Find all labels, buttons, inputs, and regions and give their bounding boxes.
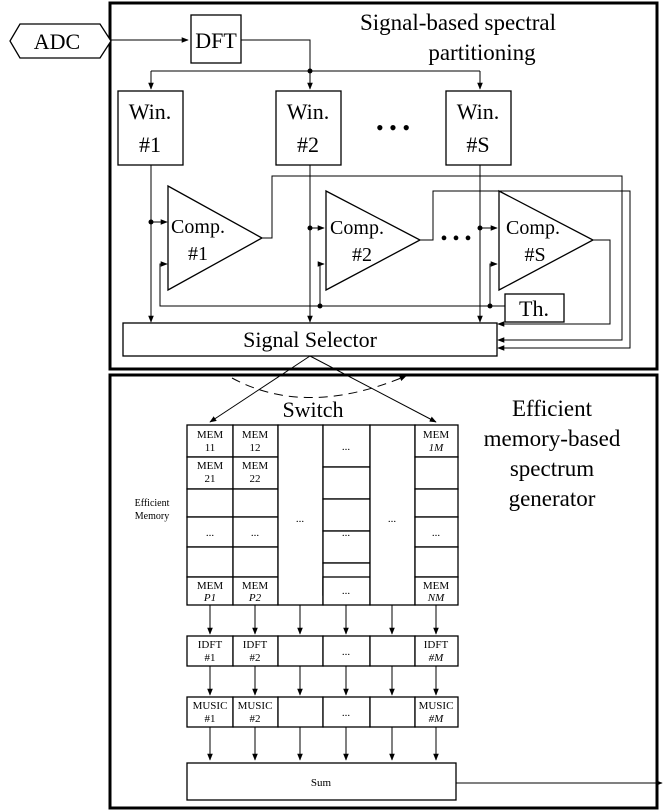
- window-1: [117, 90, 184, 166]
- generator-title-1: Efficient: [512, 396, 593, 421]
- partitioning-title-2: partitioning: [428, 40, 536, 65]
- dft-label: DFT: [195, 28, 237, 53]
- music-M-label: MUSIC: [419, 700, 454, 712]
- signal-selector: [122, 322, 498, 357]
- comparator-s-index: #S: [524, 244, 545, 266]
- comparator-2: [325, 189, 422, 292]
- mem-ellipsis: ...: [251, 527, 260, 539]
- music-1-index: #1: [205, 713, 216, 725]
- dft-block: [190, 14, 242, 64]
- mem-P2-label: MEM: [242, 580, 269, 592]
- comparator-1-index: #1: [188, 243, 208, 265]
- mem-22-index: 22: [250, 473, 261, 485]
- adc-block: [9, 23, 112, 59]
- comparator-1: [167, 184, 264, 292]
- music-2-label: MUSIC: [238, 700, 273, 712]
- mem-1M-index: 1M: [429, 442, 445, 454]
- switch-label: Switch: [282, 397, 343, 422]
- mem-ellipsis: ...: [296, 513, 305, 525]
- mem-11-index: 11: [205, 442, 216, 454]
- music-row: [186, 696, 459, 728]
- mem-ellipsis: ...: [342, 527, 351, 539]
- threshold-to-comp2: [317, 261, 325, 306]
- mem-P1-index: P1: [203, 592, 216, 604]
- generator-title-3: spectrum: [510, 456, 594, 481]
- partitioning-title-1: Signal-based spectral: [360, 10, 556, 35]
- music-1-label: MUSIC: [193, 700, 228, 712]
- idft-1-index: #1: [205, 652, 216, 664]
- mem-ellipsis: ...: [342, 441, 351, 453]
- switch-arrow-right: [309, 355, 437, 423]
- window-1-index: #1: [139, 132, 161, 157]
- dft-output-line: [241, 39, 311, 72]
- window-s-label: Win.: [457, 99, 500, 124]
- window-2: [275, 90, 342, 166]
- comparator-1-label: Comp.: [171, 216, 225, 238]
- idft-ellipsis: ...: [342, 646, 351, 658]
- compS-output-loop: [497, 239, 611, 327]
- comp2-output-loop: [420, 190, 631, 351]
- efficient-memory-label-2: Memory: [135, 511, 169, 522]
- mem-NM-index: NM: [427, 592, 445, 604]
- switch-arrow-left: [209, 355, 311, 423]
- threshold-label: Th.: [519, 296, 549, 321]
- comparator-s-label: Comp.: [506, 217, 560, 239]
- generator-title-2: memory-based: [484, 426, 621, 451]
- spectrum-generator-frame: [108, 373, 659, 810]
- comparator-s: [498, 189, 595, 292]
- idft-row: [186, 635, 459, 667]
- mem-P1-label: MEM: [197, 580, 224, 592]
- window-2-index: #2: [297, 132, 319, 157]
- mem-ellipsis: ...: [342, 585, 351, 597]
- mem-NM-label: MEM: [423, 580, 450, 592]
- mem-ellipsis: ...: [206, 527, 215, 539]
- comp1-output-loop: [262, 175, 623, 343]
- threshold-line: [159, 261, 505, 307]
- music-sum-arrows: [207, 727, 439, 761]
- window-s-index: #S: [466, 132, 489, 157]
- threshold-block: [504, 293, 565, 323]
- comparators-ellipsis: • • •: [440, 228, 471, 250]
- mem-12-label: MEM: [242, 429, 269, 441]
- idft-1-label: IDFT: [198, 639, 223, 651]
- idft-2-index: #2: [250, 652, 261, 664]
- music-2-index: #2: [250, 713, 261, 725]
- sum-label: Sum: [311, 777, 332, 789]
- threshold-to-compS: [489, 261, 498, 306]
- comparator-2-label: Comp.: [330, 217, 384, 239]
- idft-2-label: IDFT: [243, 639, 268, 651]
- spectral-partitioning-frame: [108, 1, 659, 371]
- mem-ellipsis: ...: [432, 527, 441, 539]
- music-M-index: #M: [429, 713, 445, 725]
- comparator-2-index: #2: [352, 244, 372, 266]
- mem-21-index: 21: [205, 473, 216, 485]
- mem-idft-arrows: [207, 605, 439, 635]
- mem-P2-index: P2: [248, 592, 262, 604]
- memory-grid: [186, 424, 459, 606]
- mem-1M-label: MEM: [423, 429, 450, 441]
- generator-title-4: generator: [509, 486, 596, 511]
- mem-12-index: 12: [250, 442, 261, 454]
- mem-22-label: MEM: [242, 460, 269, 472]
- idft-M-index: #M: [429, 652, 445, 664]
- mem-21-label: MEM: [197, 460, 224, 472]
- window-s: [445, 90, 512, 166]
- windows-ellipsis: • • •: [376, 115, 410, 140]
- window-2-label: Win.: [287, 99, 330, 124]
- mem-ellipsis: ...: [388, 513, 397, 525]
- window-1-label: Win.: [129, 99, 172, 124]
- signal-selector-label: Signal Selector: [243, 327, 377, 352]
- idft-M-label: IDFT: [424, 639, 449, 651]
- idft-music-arrows: [207, 666, 439, 696]
- sum-block: [186, 762, 457, 801]
- efficient-memory-label-1: Efficient: [135, 498, 170, 509]
- mem-11-label: MEM: [197, 429, 224, 441]
- music-ellipsis: ...: [342, 707, 351, 719]
- adc-label: ADC: [34, 29, 80, 54]
- switch-dashed-arc: [231, 375, 407, 398]
